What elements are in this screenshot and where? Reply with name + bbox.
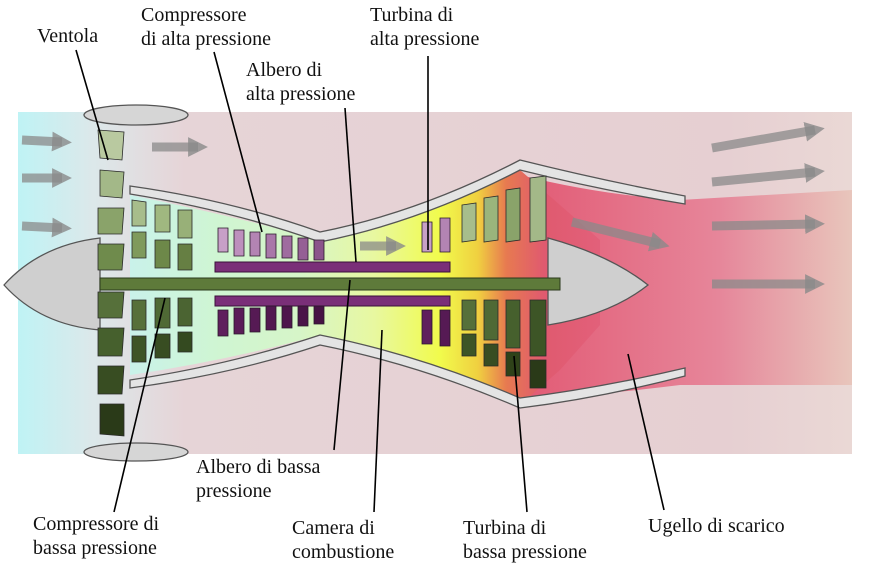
label-hp-shaft: Albero di alta pressione	[246, 59, 356, 105]
label-hp-compressor: Compressore di alta pressione	[141, 4, 271, 50]
lp-turbine-blades	[461, 175, 547, 389]
hp-shaft-lower	[214, 295, 451, 307]
lower-core-casing	[129, 334, 686, 409]
flow-arrows	[21, 121, 825, 294]
hp-compressor-blades	[217, 227, 325, 337]
hp-turbine-blades	[421, 217, 451, 347]
tail-cone	[547, 237, 650, 326]
label-lp-turbine: Turbina di bassa pressione	[463, 517, 587, 563]
fan-blades	[97, 129, 125, 437]
lp-compressor-blades	[131, 199, 193, 363]
leader-lines	[75, 49, 665, 513]
label-combustor: Camera di combustione	[292, 517, 394, 563]
labels: Ventola Compressore di alta pressione Al…	[33, 4, 785, 563]
label-lp-shaft: Albero di bassa pressione	[196, 456, 325, 502]
label-lp-compressor: Compressore di bassa pressione	[33, 513, 164, 559]
label-fan: Ventola	[37, 25, 98, 47]
lp-shaft	[99, 277, 561, 291]
hp-shaft	[214, 261, 451, 273]
label-hp-turbine: Turbina di alta pressione	[370, 4, 480, 50]
label-nozzle: Ugello di scarico	[648, 515, 785, 537]
upper-nacelle-lip	[83, 104, 189, 126]
lower-nacelle-lip	[83, 442, 189, 462]
